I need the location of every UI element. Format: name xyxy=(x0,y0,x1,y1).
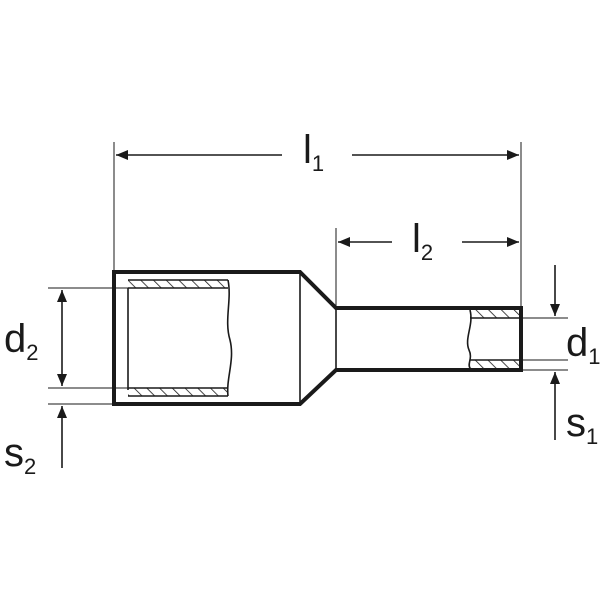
dimension-l2: l2 xyxy=(335,217,519,308)
collar-hatch-bottom xyxy=(128,388,228,396)
dimension-d1: d1 xyxy=(521,265,600,369)
dimension-s2: s2 xyxy=(4,403,114,479)
sleeve-hatch-bottom xyxy=(470,360,519,368)
dimension-d2: d2 xyxy=(4,287,128,389)
ferrule-body xyxy=(112,270,523,406)
s1-label: s1 xyxy=(566,401,598,449)
d2-label: d2 xyxy=(4,317,39,365)
collar-break-line xyxy=(226,279,233,397)
collar-outline xyxy=(112,270,523,406)
l2-label: l2 xyxy=(412,217,433,265)
s2-label: s2 xyxy=(4,431,36,479)
dimension-s1: s1 xyxy=(521,369,598,449)
collar-hatch-top xyxy=(128,280,228,288)
dimension-l1: l1 xyxy=(113,128,522,308)
sleeve-hatch-top xyxy=(470,310,519,318)
d1-label: d1 xyxy=(566,321,600,369)
l1-label: l1 xyxy=(303,128,324,176)
sleeve-break-line xyxy=(466,309,472,369)
